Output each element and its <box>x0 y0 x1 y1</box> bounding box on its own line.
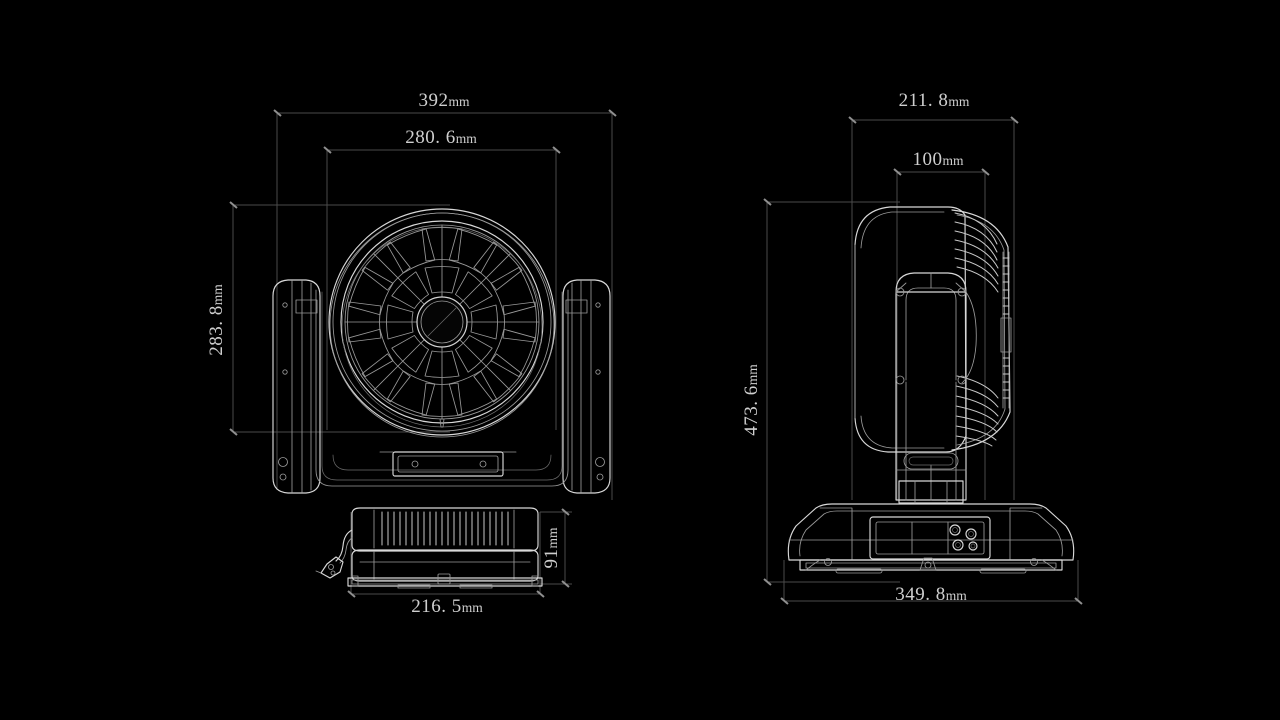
power-cable-connector <box>315 529 353 579</box>
handle-bracket-front <box>379 451 517 477</box>
dim-front-overall-width: 392mm <box>418 90 470 111</box>
dim-side-base-width: 349. 8mm <box>895 584 967 605</box>
dim-front-base-height: 91mm <box>541 527 562 569</box>
dim-side-yoke-width: 100mm <box>912 149 964 170</box>
base-front <box>315 507 543 589</box>
dim-front-head-height: 283. 8mm <box>206 284 227 356</box>
head-housing-front <box>315 289 569 487</box>
lens-inner-segments <box>386 266 498 378</box>
rear-heatsink-fins-side <box>951 209 1012 451</box>
yoke-arms-front <box>272 279 611 494</box>
dim-side-overall-height: 473. 6mm <box>741 364 762 436</box>
dim-side-overall-depth: 211. 8mm <box>899 90 970 111</box>
side-view: 211. 8mm 100mm 473. 6mm 349. 8mm <box>741 90 1083 605</box>
side-dimension-lines <box>763 116 1083 605</box>
lens-outer-segments <box>347 227 537 417</box>
dim-front-base-width: 216. 5mm <box>411 596 483 617</box>
head-profile-side <box>854 206 967 453</box>
base-side <box>787 503 1075 574</box>
side-grille-strip <box>1000 251 1012 409</box>
yoke-arm-side <box>895 272 977 504</box>
four-button-keypad[interactable] <box>949 524 978 551</box>
lens-spokes <box>344 224 540 420</box>
fin-set-bottom <box>955 375 999 447</box>
front-dimension-lines <box>229 109 617 598</box>
fin-set-top <box>954 212 999 293</box>
led-lens-array <box>328 208 556 438</box>
dim-front-head-width: 280. 6mm <box>405 127 477 148</box>
base-heatsink-fins <box>381 511 509 546</box>
control-display-panel[interactable] <box>869 516 991 560</box>
front-view: 392mm 280. 6mm 283. 8mm 216. 5mm 91mm <box>206 90 617 617</box>
